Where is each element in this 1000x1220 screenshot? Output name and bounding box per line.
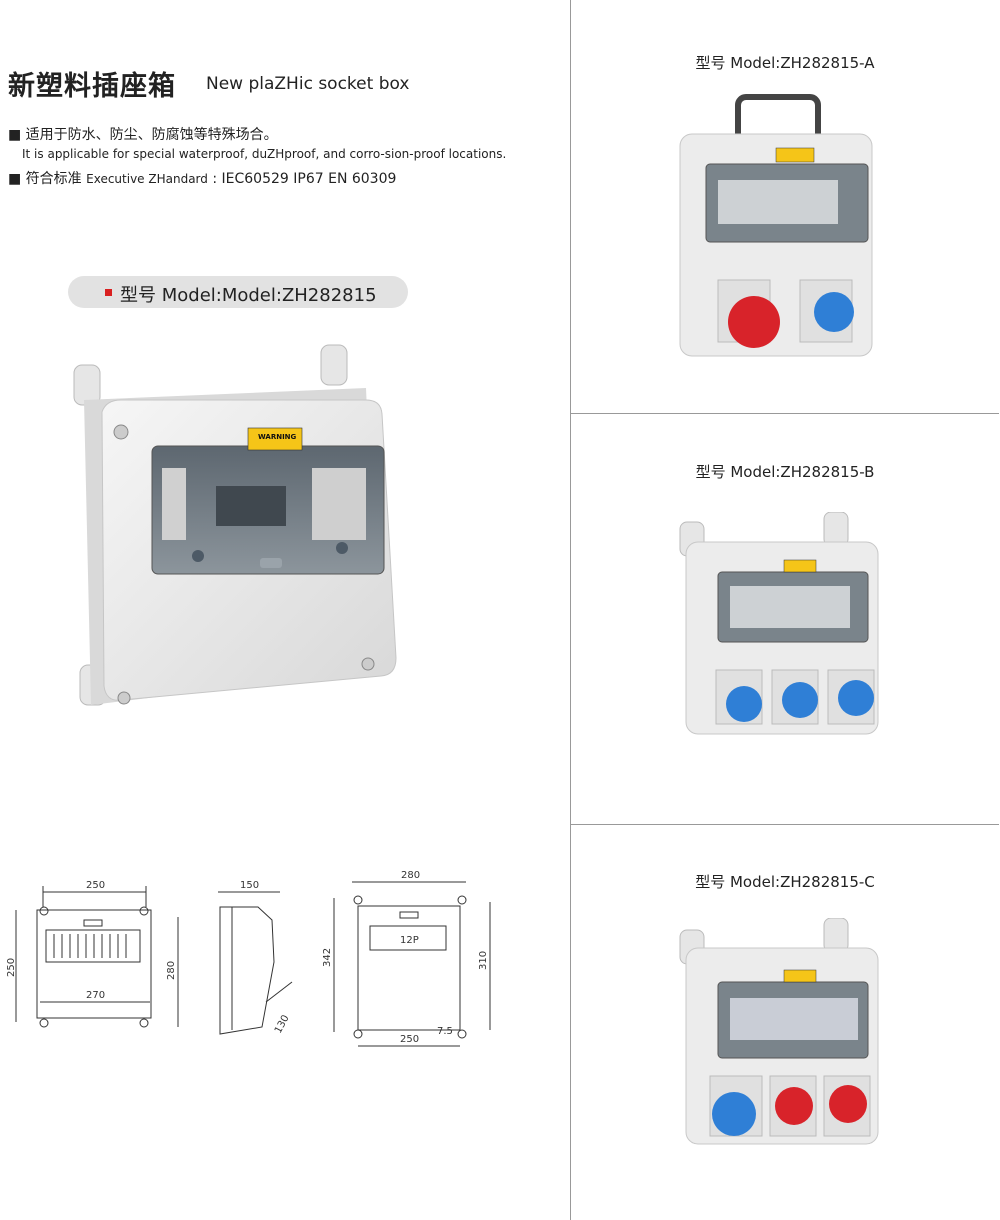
bullet-icon (105, 289, 112, 296)
page-title-en: New plaZHic socket box (206, 74, 410, 94)
variant-a-model: 型号 Model:ZH282815-A (695, 54, 875, 72)
feature-line-2-en: Executive ZHandard (86, 172, 208, 186)
variant-b-image (679, 512, 879, 735)
column-divider (570, 0, 571, 1220)
dim-back-bottom: 250 (400, 1034, 419, 1045)
main-product-image: WARNING (73, 344, 397, 706)
variant-b-model: 型号 Model:ZH282815-B (695, 463, 875, 481)
dim-front-width: 250 (86, 880, 105, 891)
technical-drawings: 250 250 270 280 150 130 280 342 310 250 … (6, 870, 491, 1047)
front-view-drawing (15, 886, 179, 1028)
dim-side-depth: 150 (240, 880, 259, 891)
section-divider-2 (571, 824, 999, 825)
variant-c-model: 型号 Model:ZH282815-C (695, 873, 875, 891)
dim-front-height: 250 (6, 958, 17, 977)
dim-back-module: 12P (400, 935, 419, 946)
dim-front-bottom: 270 (86, 990, 105, 1001)
feature-line-2-std: : IEC60529 IP67 EN 60309 (212, 171, 397, 187)
variant-a-image (679, 94, 873, 357)
back-view-drawing (333, 881, 491, 1047)
variant-c-image (679, 918, 879, 1145)
page-title-cn: 新塑料插座箱 (8, 71, 176, 102)
dim-back-left: 342 (322, 948, 333, 967)
section-divider-1 (571, 413, 999, 414)
model-label: 型号 Model:Model:ZH282815 (120, 285, 377, 306)
model-pill: 型号 Model:Model:ZH282815 (68, 276, 408, 308)
main-warning-text: WARNING (258, 433, 297, 441)
dim-back-top: 280 (401, 870, 420, 881)
dim-back-right: 310 (478, 951, 489, 970)
side-view-drawing (218, 891, 293, 1035)
dim-front-right: 280 (166, 961, 177, 980)
feature-line-1: ■ 适用于防水、防尘、防腐蚀等特殊场合。 (8, 127, 278, 143)
feature-line-2-cn: ■ 符合标准 (8, 171, 82, 187)
feature-line-2: ■ 符合标准 Executive ZHandard : IEC60529 IP6… (8, 168, 396, 188)
dim-back-offset: 7.5 (437, 1026, 453, 1037)
dim-side-angle: 130 (273, 1013, 292, 1035)
feature-line-1-en: It is applicable for special waterproof,… (22, 147, 507, 161)
